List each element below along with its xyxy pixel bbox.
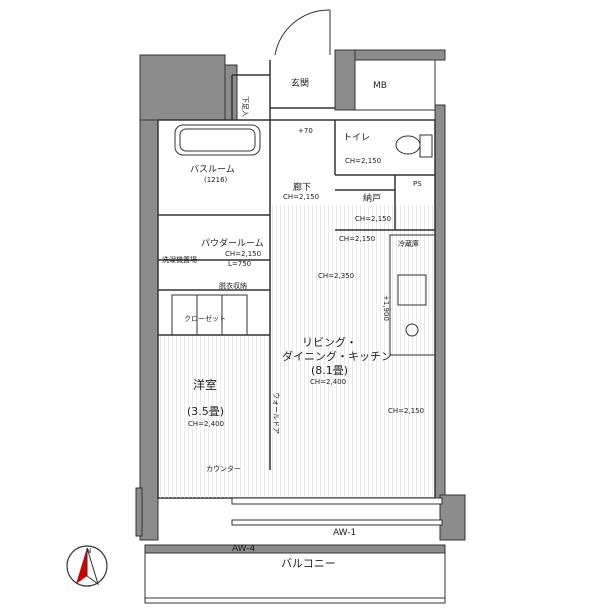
ldk-size: (8.1畳) xyxy=(311,364,348,377)
compass-n-label: N xyxy=(86,547,91,555)
balcony-area xyxy=(144,544,446,604)
windows xyxy=(231,497,443,526)
closet-label: クローゼット xyxy=(184,314,226,323)
mb-label: MB xyxy=(373,81,387,91)
balcony-label: バルコニー xyxy=(281,557,336,570)
entrance-door xyxy=(274,9,331,56)
ldk-ch: CH=2,400 xyxy=(310,378,346,386)
bath-size: (1216) xyxy=(204,176,228,184)
mb-area xyxy=(354,59,436,111)
ldk-label-1: リビング・ xyxy=(302,335,357,349)
bed-size: (3.5畳) xyxy=(187,405,224,418)
closet-area xyxy=(171,294,248,336)
geta-label: 下足入 xyxy=(241,96,249,117)
ldk-label-2: ダイニング・キッチン xyxy=(282,349,392,363)
ps-label: PS xyxy=(413,180,422,188)
partitions xyxy=(158,60,435,470)
counter-label: カウンター xyxy=(206,464,241,473)
toilet-label: トイレ xyxy=(343,133,370,143)
ceiling-ch2: CH=2,150 xyxy=(339,235,375,243)
bathtub xyxy=(174,124,261,156)
powder-ch: CH=2,150 xyxy=(225,250,261,258)
floor-areas xyxy=(157,119,436,499)
roka-label: 廊下 xyxy=(293,181,311,193)
dim-750: L=750 xyxy=(228,260,251,268)
aw4-label: AW-4 xyxy=(232,544,255,554)
dim-70: +70 xyxy=(298,127,313,135)
nando-ch: CH=2,150 xyxy=(355,215,391,223)
dim-1900: +1,900 xyxy=(382,295,390,321)
roka-ch: CH=2,150 xyxy=(283,193,319,201)
wall-door-label: ウォールドア xyxy=(272,392,280,434)
north-compass: N xyxy=(66,545,108,587)
bed-ch: CH=2,400 xyxy=(188,420,224,428)
bath-label: バスルーム xyxy=(190,164,235,175)
powder-label: パウダールーム xyxy=(201,237,264,249)
toilet-fixture xyxy=(395,134,433,158)
fridge-label: 冷蔵庫 xyxy=(398,239,419,248)
genkan-label: 玄関 xyxy=(291,77,309,89)
aw1-label: AW-1 xyxy=(333,528,356,538)
nando-label: 納戸 xyxy=(363,192,381,204)
kitchen-counter xyxy=(389,234,436,356)
bed-label: 洋室 xyxy=(193,377,217,392)
ceiling-ch3: CH=2,150 xyxy=(388,407,424,415)
storage-label: 脱衣収納 xyxy=(219,281,247,290)
toilet-ch: CH=2,150 xyxy=(345,157,381,165)
walls xyxy=(135,49,466,554)
laundry-label: 洗濯機置場 xyxy=(162,255,197,264)
ceiling-ch1: CH=2,350 xyxy=(318,272,354,280)
